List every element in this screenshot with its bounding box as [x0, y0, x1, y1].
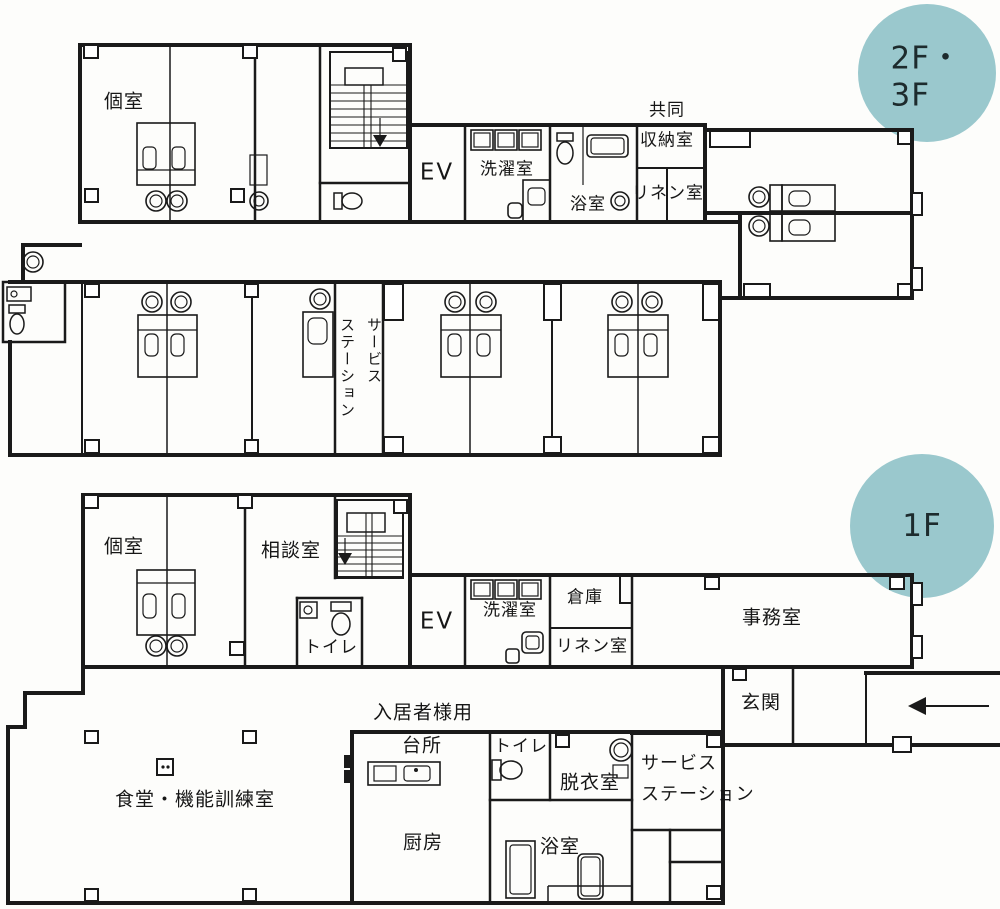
- room-label-storage: 倉庫: [567, 587, 603, 608]
- room-label-entrance: 玄関: [740, 691, 782, 714]
- bed-icon: [137, 291, 198, 378]
- bed-icon: [607, 291, 669, 378]
- sink-icon: [505, 631, 544, 664]
- washing-machine-icon: [470, 129, 542, 151]
- room-label-office: 事務室: [741, 606, 803, 629]
- toilet-icon: [491, 759, 523, 781]
- badge-circle-1f: [850, 454, 994, 598]
- room-label-counseling: 相談室: [260, 539, 322, 562]
- room-label-shared-storage-line1: 共同: [649, 100, 685, 121]
- stairs-icon: [336, 499, 404, 578]
- toilet-icon: [6, 286, 32, 335]
- room-label-kitchen: 台所: [401, 734, 443, 757]
- room-label-service-station-upper: サービス ステーション: [338, 317, 383, 419]
- room-label-dining: 食堂・機能訓練室: [114, 788, 276, 811]
- room-label-ev-1f: EV: [419, 608, 455, 635]
- toilet-icon: [333, 192, 363, 210]
- washing-machine-icon: [609, 738, 633, 779]
- room-label-service-station-1f: サービス ステーション: [641, 753, 755, 805]
- entrance-arrow-icon: [908, 697, 989, 715]
- bathtub-icon: [505, 840, 632, 903]
- room-label-toilet-upper-1f: トイレ: [304, 637, 358, 658]
- bed-icon: [136, 122, 269, 212]
- room-label-commercial-kitchen: 厨房: [402, 831, 444, 854]
- room-label-toilet-lower: トイレ: [494, 736, 548, 757]
- floor-plan-1f: [6, 493, 1000, 905]
- sink-icon: [22, 251, 44, 273]
- closet-icon: [709, 130, 751, 148]
- room-label-laundry-upper: 洗濯室: [480, 159, 534, 180]
- toilet-icon: [299, 601, 352, 636]
- room-label-bath-1f: 浴室: [539, 835, 581, 858]
- bed-icon: [440, 291, 502, 378]
- floor-badge-2f3f: 2F・3F: [890, 40, 963, 114]
- label-residents-use: 入居者様用: [372, 701, 474, 724]
- sink-icon: [507, 179, 551, 223]
- floor-badge-1f: 1F: [902, 508, 942, 544]
- bed-icon: [748, 184, 836, 242]
- room-label-linen-upper: リネン室: [632, 183, 704, 204]
- room-label-bath-upper: 浴室: [570, 194, 606, 215]
- room-label-private-room-1f: 個室: [103, 535, 145, 558]
- floor-plan-2f3f: [1, 43, 923, 457]
- room-label-shared-storage-line2: 収納室: [640, 130, 694, 151]
- kitchen-counter-icon: [344, 755, 441, 786]
- down-arrow-icon: [338, 553, 352, 565]
- stairs-icon: [329, 51, 408, 149]
- bed-icon: [136, 569, 196, 657]
- room-label-linen-1f: リネン室: [556, 636, 628, 657]
- room-label-ev-upper: EV: [419, 159, 455, 186]
- washing-machine-icon: [470, 579, 542, 600]
- bed-icon: [302, 288, 334, 378]
- room-label-private-room-upper: 個室: [103, 90, 145, 113]
- badge-circle-2f3f: [858, 4, 996, 142]
- bathtub-icon: [556, 125, 630, 211]
- down-arrow-icon: [373, 135, 387, 147]
- room-label-laundry-1f: 洗濯室: [483, 600, 537, 621]
- sink-icon: [26, 255, 40, 269]
- room-label-dressing-room: 脱衣室: [559, 771, 621, 794]
